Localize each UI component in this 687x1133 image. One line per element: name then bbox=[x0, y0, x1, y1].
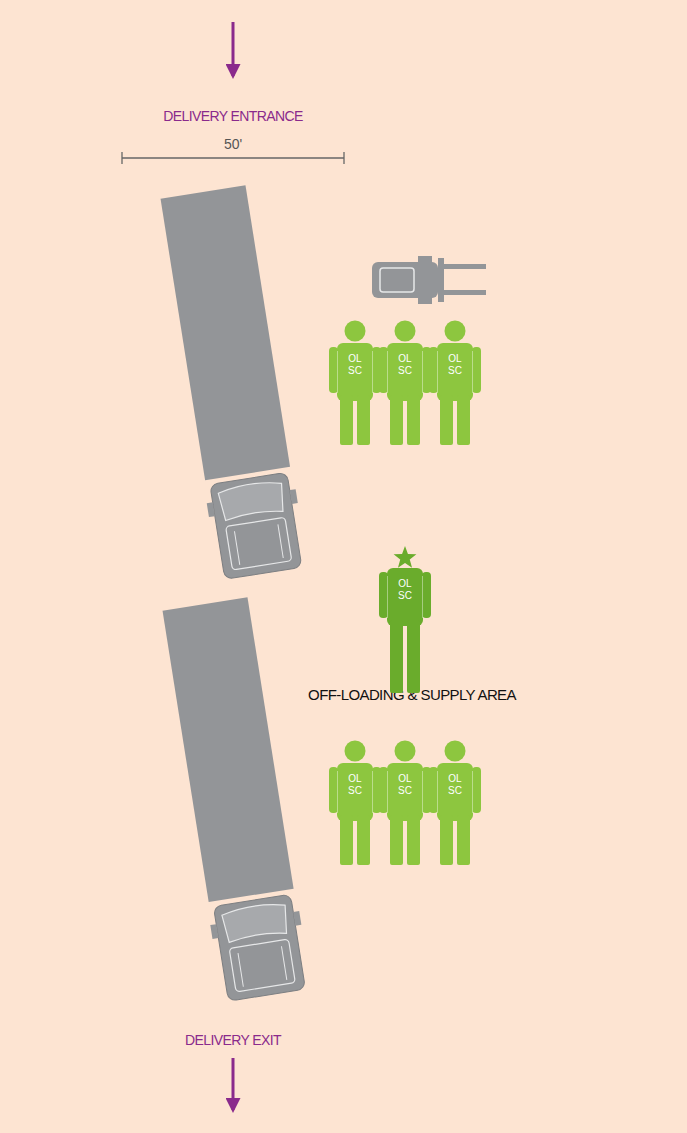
person-shape bbox=[429, 320, 481, 445]
person-shape bbox=[379, 740, 431, 865]
role-code: OL SC bbox=[348, 773, 362, 796]
worker-figure: OL SC bbox=[379, 740, 431, 865]
worker-figure: OL SC bbox=[379, 320, 431, 445]
dimension-label: 50' bbox=[224, 136, 242, 152]
role-code: OL SC bbox=[348, 353, 362, 376]
dimension-line bbox=[122, 152, 344, 164]
person-shape bbox=[329, 320, 381, 445]
person-shape bbox=[429, 740, 481, 865]
person-shape bbox=[329, 740, 381, 865]
worker-figure: OL SC bbox=[329, 740, 381, 865]
role-code: OL SC bbox=[448, 773, 462, 796]
role-code: OL SC bbox=[398, 773, 412, 796]
person-shape bbox=[379, 546, 431, 693]
delivery-truck bbox=[159, 185, 308, 580]
role-code: OL SC bbox=[398, 353, 412, 376]
role-code: OL SC bbox=[398, 578, 412, 601]
entrance-arrow bbox=[232, 22, 235, 76]
delivery-truck bbox=[161, 597, 312, 1002]
entrance-label: DELIVERY ENTRANCE bbox=[163, 108, 302, 124]
exit-arrow bbox=[232, 1058, 235, 1110]
worker-figure: OL SC bbox=[429, 740, 481, 865]
exit-label: DELIVERY EXIT bbox=[185, 1032, 281, 1048]
worker-figure: OL SC bbox=[429, 320, 481, 445]
worker-figure: OL SC bbox=[329, 320, 381, 445]
role-code: OL SC bbox=[448, 353, 462, 376]
forklift bbox=[372, 256, 486, 304]
lead-worker-figure: OL SC bbox=[379, 546, 431, 693]
person-shape bbox=[379, 320, 431, 445]
